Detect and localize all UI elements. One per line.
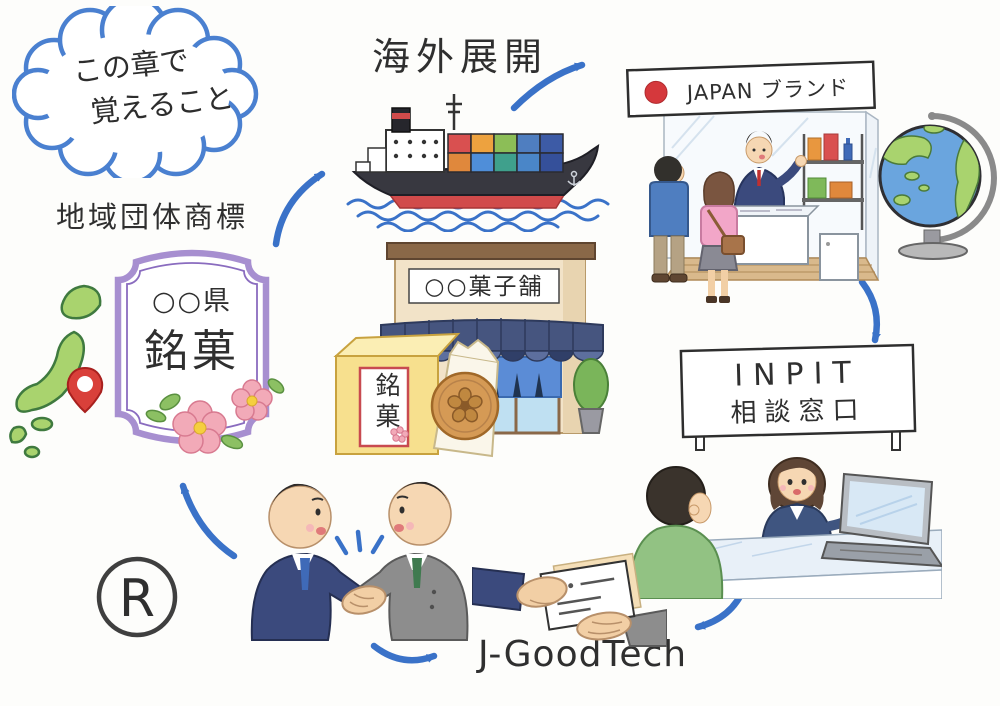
japan-flag-circle	[644, 80, 668, 104]
receiving-hand	[576, 611, 632, 641]
location-pin-icon	[66, 366, 104, 414]
arrow-handshake-to-emblem	[179, 482, 238, 560]
handshake-scene	[250, 481, 469, 641]
japan-brand-booth: JAPAN ブランド	[622, 58, 880, 313]
shop-sign-board	[408, 268, 560, 304]
ship-anchor-mark	[567, 170, 581, 186]
wrapped-sweet	[430, 338, 500, 458]
arrow-handshake-to-jgoodtech	[370, 642, 438, 664]
japan-map-illustration	[9, 284, 104, 459]
emblem-prefecture-text: ○○県	[152, 286, 232, 317]
emblem-product-text: 銘菓	[144, 326, 240, 377]
box-label-blossom	[390, 426, 409, 443]
r-mark-circle	[96, 556, 178, 638]
cloud-icon	[11, 0, 259, 185]
inpit-counter-scene	[628, 457, 942, 599]
meika-box-and-sweet: 銘菓	[322, 328, 507, 468]
visitor-man	[649, 156, 689, 283]
arrow-emblem-to-ship	[272, 170, 326, 248]
ship-keel	[388, 194, 566, 209]
businessman-right	[348, 481, 469, 641]
trademark-emblem: ○○県 銘菓	[100, 236, 285, 464]
cherry-blossom-leaves	[145, 378, 285, 450]
cabinet-dot	[826, 242, 830, 246]
laptop	[820, 472, 942, 568]
globe-illustration	[878, 112, 997, 260]
box-label-text: 銘菓	[372, 372, 401, 434]
visitor-back-view	[628, 466, 724, 599]
booth-sign-text: JAPAN ブランド	[685, 76, 850, 106]
gray-sleeve	[620, 608, 667, 647]
chapter-note-cloud: この章で 覚えること	[11, 0, 268, 185]
shop-sign-text: ○○菓子舗	[424, 274, 543, 300]
booth-cabinet	[819, 233, 859, 281]
visitor-woman	[697, 171, 745, 303]
businessman-left	[250, 483, 372, 641]
clasped-hands	[341, 585, 387, 615]
business-card	[539, 552, 642, 631]
r-mark-letter: R	[119, 569, 155, 629]
registered-trademark-mark: R	[90, 550, 185, 645]
business-card-exchange	[472, 552, 667, 647]
sign-board	[679, 343, 917, 439]
globe-base	[898, 242, 968, 260]
cherry-blossom-small	[231, 379, 273, 421]
ship-bridge	[385, 129, 445, 173]
cherry-blossom-large	[172, 400, 227, 454]
inpit-line-2: 相談窓口	[730, 395, 867, 429]
regional-trademark-label: 地域団体商標	[56, 200, 249, 234]
globe-arm	[929, 113, 997, 243]
cargo-containers	[447, 133, 564, 173]
arrow-ship-to-booth	[510, 61, 586, 112]
deck-house	[367, 147, 387, 173]
box-label-frame	[358, 366, 410, 448]
japan-landmass	[9, 284, 102, 459]
booth-sign: JAPAN ブランド	[625, 60, 876, 118]
ship-mast	[446, 94, 462, 130]
bridge-windows	[393, 139, 439, 159]
globe-knob	[928, 112, 936, 120]
sweet-flower-stamp	[447, 387, 483, 423]
cargo-ship-illustration	[346, 94, 610, 232]
arrow-booth-to-inpit	[858, 278, 881, 344]
deck-box	[355, 161, 371, 173]
navy-sleeve	[472, 566, 526, 612]
shop-roof	[386, 242, 596, 260]
inpit-line-1: INPIT	[734, 355, 861, 393]
giving-hand	[516, 576, 568, 608]
potted-plant	[573, 358, 609, 434]
funnel-stripe	[392, 113, 410, 119]
ship-funnel	[391, 107, 411, 133]
handshake-emphasis-lines	[334, 529, 385, 556]
box-top	[333, 332, 461, 357]
overseas-expansion-label: 海外展開	[372, 35, 549, 79]
inpit-sign: INPIT 相談窓口	[678, 342, 918, 452]
